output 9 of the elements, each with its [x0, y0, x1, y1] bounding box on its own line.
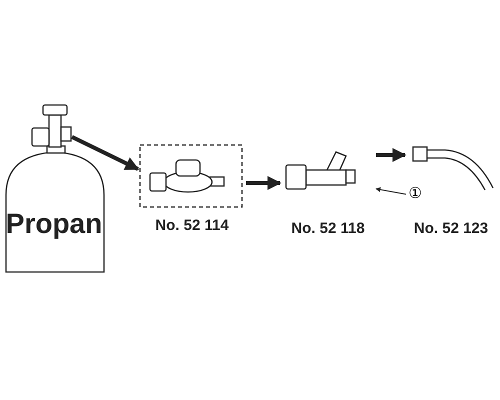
arrow [71, 135, 140, 171]
arrow [246, 176, 282, 190]
callout-number: ① [406, 184, 424, 204]
part-number: No. 52 114 [154, 217, 230, 234]
part-number: No. 52 118 [290, 220, 366, 237]
cylinder-label: Propan [4, 208, 104, 240]
part-number: No. 52 123 [412, 220, 490, 237]
leader-line [376, 187, 406, 195]
arrow [376, 148, 406, 162]
